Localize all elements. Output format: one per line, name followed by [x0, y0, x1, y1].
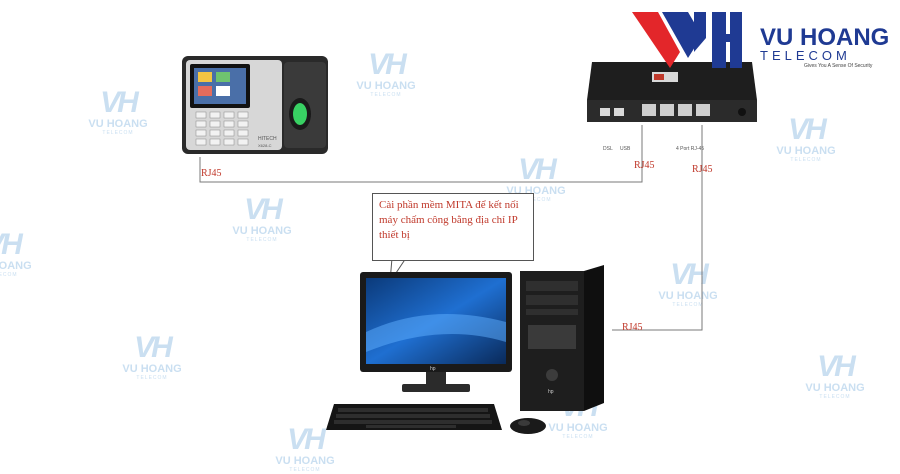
keyboard-and-mouse: [326, 404, 546, 434]
ports-label: 4 Port RJ-45: [676, 146, 705, 152]
network-switch: [587, 62, 757, 122]
logo-subname: TELECOM: [760, 48, 851, 63]
logo-slogan: Gives You A Sense Of Security: [804, 63, 873, 69]
rj45-label-pc: RJ45: [622, 322, 643, 333]
brand-logo: VU HOANG TELECOM Gives You A Sense Of Se…: [632, 8, 894, 70]
monitor-brand: hp: [430, 366, 436, 372]
port-dsl-label: DSL: [603, 146, 613, 152]
tower-brand: hp: [548, 389, 554, 395]
cable-attendance-to-switch: [199, 125, 643, 183]
attendance-brand: HITECH: [258, 136, 277, 142]
port-usb-label: USB: [620, 146, 631, 152]
rj45-label-attendance: RJ45: [201, 168, 222, 179]
rj45-label-switch-right: RJ45: [692, 164, 713, 175]
attendance-machine: HITECH X628-C: [182, 56, 328, 154]
pc-tower: hp: [520, 265, 604, 411]
logo-name: VU HOANG: [760, 24, 890, 51]
cable-switch-to-pc: [612, 125, 703, 331]
logo-mark: [632, 12, 742, 68]
monitor: hp: [360, 272, 512, 392]
rj45-label-switch-left: RJ45: [634, 160, 655, 171]
callout-note: Cài phần mềm MITA để kết nối máy chấm cô…: [372, 193, 534, 261]
attendance-model: X628-C: [258, 143, 272, 148]
